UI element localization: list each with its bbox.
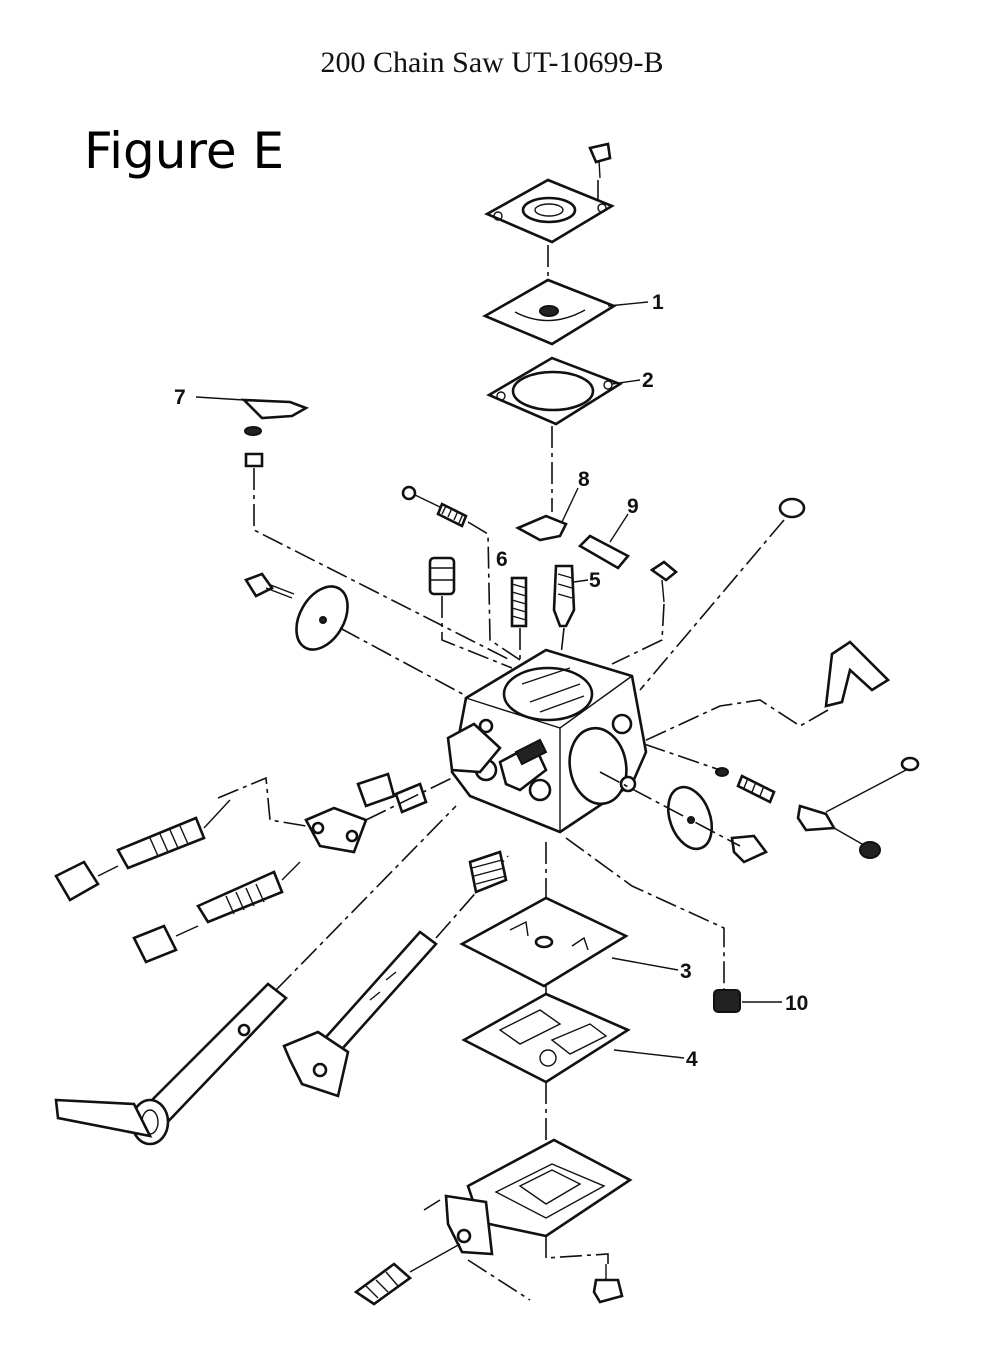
limiter-cap [859,841,881,859]
callout-5: 5 [589,569,601,592]
leader-line [643,743,721,771]
leader-line [545,1236,609,1264]
choke-screw [730,834,769,864]
callout-leader-3 [611,957,679,971]
leader-line [441,596,513,669]
leader-line [365,777,453,821]
small-oring [244,426,262,436]
document-title: 200 Chain Saw UT-10699-B [320,46,664,79]
inlet-needle [552,564,576,628]
leader-line [467,521,521,661]
small-washer [778,497,806,519]
low-speed-needle [196,861,301,924]
callout-1: 1 [652,291,664,314]
fuel-hose-fitting [824,640,891,708]
screw-head [401,485,417,501]
leader-line [639,519,785,691]
throttle-screw [244,572,295,599]
metering-diaphragm [459,896,629,988]
leader-line [217,776,307,827]
callout-leader-2 [611,379,641,385]
callout-10: 10 [785,992,808,1015]
pump-diaphragm [482,278,617,346]
callout-leader-9 [609,513,629,543]
adjuster-cap-2 [132,924,178,964]
callout-9: 9 [627,495,639,518]
bottom-needle [353,1243,461,1306]
metering-spring [468,850,508,894]
leader-line [423,1199,441,1211]
leader-line [641,699,829,743]
pump-gasket [486,356,623,426]
bottom-screw [592,1264,624,1304]
metering-gasket [461,992,631,1084]
choke-plate [666,785,714,851]
callout-3: 3 [680,960,692,983]
leader-line [599,771,741,847]
callout-2: 2 [642,369,654,392]
plug-part [240,398,310,420]
mixture-adjusters [446,722,548,792]
idle-spring-right [736,774,776,804]
top-screw [588,142,612,179]
leader-line [275,805,457,991]
inlet-lever [515,514,568,542]
callout-7: 7 [174,386,186,409]
leader-line [339,627,471,699]
callout-4: 4 [686,1048,698,1071]
welch-plug [428,556,456,596]
pump-cover [484,178,615,244]
small-plug [244,452,264,468]
lever-spring [510,576,528,628]
callout-leader-4 [613,1049,685,1059]
high-speed-needle [116,799,231,870]
callout-8: 8 [578,468,590,491]
leader-line [467,1259,531,1301]
idle-screw-right [796,804,837,832]
carburetor-body [450,648,648,834]
choke-shaft [282,930,438,1098]
callout-leader-8 [561,487,579,523]
metering-cover [444,1138,633,1256]
figure-label: Figure E [84,122,285,180]
leader-line [611,603,665,665]
lever-pin [577,534,631,570]
throttle-plate [295,585,349,651]
clip-ring [900,756,920,772]
callout-6: 6 [496,548,508,571]
leader-line [253,468,511,661]
throttle-shaft [54,982,288,1146]
callout-leader-5 [573,579,589,583]
adjuster-cap-1 [54,860,100,902]
cover-screw-right [649,560,679,603]
callout-leader-7 [195,396,245,401]
high-speed-spring [356,772,428,814]
leader-line [565,837,725,990]
callout-leader-1 [607,301,649,307]
plug-screw-10 [713,989,741,1013]
